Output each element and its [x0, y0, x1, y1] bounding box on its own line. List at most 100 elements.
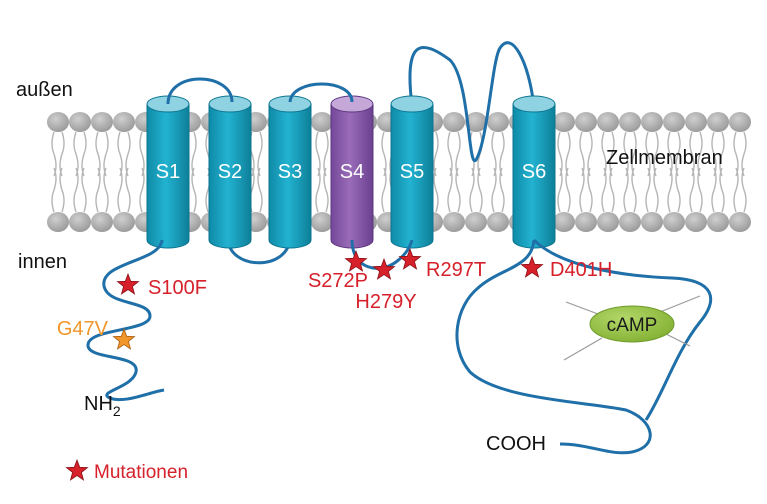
lipid-head: [113, 212, 135, 232]
membrane-label: Zellmembran: [606, 147, 723, 169]
lipid-head: [311, 112, 333, 132]
lipid-head: [619, 212, 641, 232]
c-terminus-chain: [455, 238, 713, 455]
lipid-tail: [117, 131, 131, 213]
mutation-g47v: G47V: [57, 318, 136, 350]
lipid-tail: [689, 131, 703, 213]
lipid-tail: [249, 131, 263, 213]
lipid-tail: [601, 131, 615, 213]
lipid-head: [707, 212, 729, 232]
lipid-head: [597, 212, 619, 232]
lipid-tail: [447, 131, 461, 213]
helix-label: S5: [400, 161, 424, 183]
camp-binding-lines: [563, 295, 701, 361]
camp-ligand: [589, 305, 675, 343]
legend-star-icon: [65, 458, 89, 481]
helix-label: S4: [340, 161, 364, 183]
lipid-head: [69, 112, 91, 132]
mutation-star-icon: [520, 255, 544, 278]
lipid-head: [113, 112, 135, 132]
pore-loop-s5-s6: [408, 41, 536, 163]
mutation-label: H279Y: [355, 291, 416, 313]
helix-s6: S6: [512, 95, 556, 249]
lipid-tail: [623, 131, 637, 213]
mutation-d401h: D401H: [520, 255, 612, 281]
helix-label: S3: [278, 161, 302, 183]
lipid-head: [69, 212, 91, 232]
lipid-head: [553, 212, 575, 232]
helix-label: S2: [218, 161, 242, 183]
lipid-head: [575, 112, 597, 132]
lipid-head: [663, 212, 685, 232]
camp-label: cAMP: [607, 315, 658, 336]
helix-s5: S5: [390, 95, 434, 249]
mutation-label: S100F: [148, 277, 207, 299]
n-terminus-chain: [86, 239, 165, 402]
helix-s3: S3: [268, 95, 312, 249]
helix-s2: S2: [208, 95, 252, 249]
lipid-tail: [73, 131, 87, 213]
mutation-label: S272P: [308, 270, 368, 292]
lipid-head: [91, 112, 113, 132]
helix-s4: S4: [330, 95, 374, 249]
lipid-head: [487, 112, 509, 132]
transmembrane-helices: S1 S2 S3 S4 S5 S6: [146, 95, 556, 249]
lipid-head: [729, 112, 751, 132]
lipid-head: [553, 112, 575, 132]
outside-label: außen: [16, 79, 73, 101]
lipid-tail: [733, 131, 747, 213]
loop-s3-s4: [288, 82, 354, 103]
lipid-head: [597, 112, 619, 132]
lipid-head: [47, 112, 69, 132]
lipid-head: [619, 112, 641, 132]
lipid-tail: [645, 131, 659, 213]
lipid-head: [47, 212, 69, 232]
lipid-head: [465, 212, 487, 232]
mutation-star-icon: [398, 247, 422, 270]
legend: Mutationen: [65, 458, 188, 483]
lipid-head: [443, 212, 465, 232]
loop-s1-s2: [166, 77, 234, 105]
lipid-head: [685, 112, 707, 132]
lipid-tail: [95, 131, 109, 213]
lipid-tail: [711, 131, 725, 213]
mutation-label: D401H: [550, 259, 612, 281]
lipid-tail: [491, 131, 505, 213]
lipid-tail: [557, 131, 571, 213]
lipid-head: [91, 212, 113, 232]
lipid-tail: [579, 131, 593, 213]
helix-label: S6: [522, 161, 546, 183]
lipid-head: [575, 212, 597, 232]
helix-label: S1: [156, 161, 180, 183]
lipid-head: [641, 112, 663, 132]
lipid-tail: [315, 131, 329, 213]
mutation-s272p: S272P: [308, 249, 368, 292]
n-terminus-label: NH2: [84, 393, 121, 419]
lipid-head: [641, 212, 663, 232]
lipid-head: [311, 212, 333, 232]
lipid-tail: [667, 131, 681, 213]
mutation-s100f: S100F: [116, 272, 207, 299]
mutation-star-icon: [372, 257, 396, 280]
mutation-label: R297T: [426, 259, 486, 281]
mutation-label: G47V: [57, 318, 109, 340]
lipid-head: [729, 212, 751, 232]
mutation-star-icon: [116, 272, 140, 295]
mutation-star-icon: [344, 249, 368, 272]
c-terminus-label: COOH: [486, 433, 546, 455]
lipid-head: [465, 112, 487, 132]
lipid-head: [685, 212, 707, 232]
lipid-head: [663, 112, 685, 132]
helix-s1: S1: [146, 95, 190, 249]
lipid-head: [487, 212, 509, 232]
inside-label: innen: [18, 251, 67, 273]
legend-label: Mutationen: [94, 462, 188, 483]
lipid-head: [707, 112, 729, 132]
mutation-r297t: R297T: [398, 247, 486, 281]
lipid-head: [443, 112, 465, 132]
mutation-h279y: H279Y: [355, 257, 417, 313]
protein-termini: cAMP: [86, 77, 713, 455]
mutation-star-icon: [112, 327, 136, 350]
